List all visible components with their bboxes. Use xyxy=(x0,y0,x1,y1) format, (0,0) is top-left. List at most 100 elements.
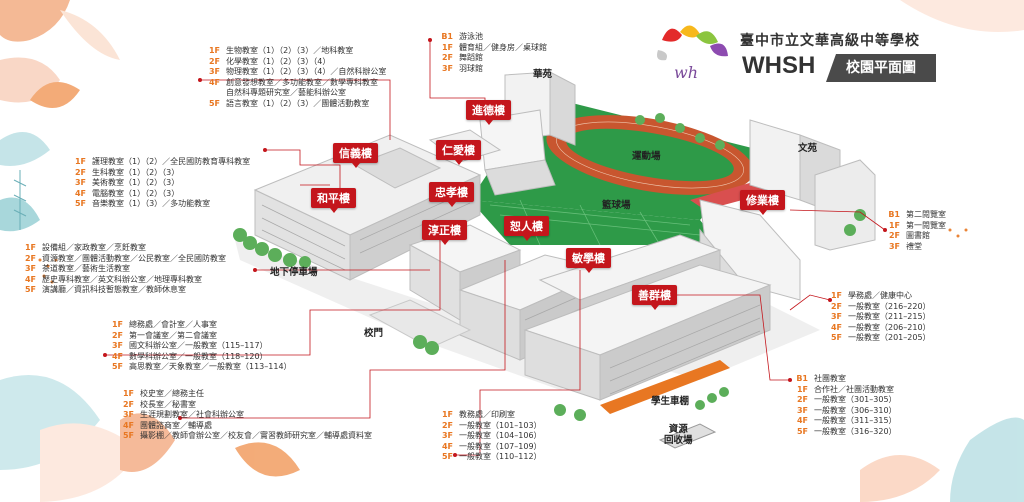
school-name: 臺中市立文華高級中等學校 xyxy=(740,33,920,49)
floor-number: B1 xyxy=(441,32,453,41)
floor-rooms: 美術教室（1）（2）（3） xyxy=(92,178,180,188)
floor-number: 2F xyxy=(888,231,900,241)
floor-rooms: 一般教室（107–109） xyxy=(459,441,542,451)
floor-row: 3F 茶道教室／藝術生活教室 xyxy=(20,264,226,275)
floor-rooms: 教務處／印刷室 xyxy=(459,410,515,419)
floor-number: 2F xyxy=(74,167,86,177)
floor-number: 5F xyxy=(796,426,808,436)
floor-number: 1F xyxy=(122,389,134,398)
floor-rooms: 第一會議室／第二會議室 xyxy=(129,330,217,340)
building-tag-chunzheng[interactable]: 淳正樓 xyxy=(422,220,467,245)
floor-row: 5F 一般教室（110–112） xyxy=(437,452,542,463)
label-school-gate: 校門 xyxy=(364,328,384,339)
floor-number: 1F xyxy=(830,291,842,300)
building-tag-minxue[interactable]: 敏學樓 xyxy=(566,248,611,273)
floor-rooms: 茶道教室／藝術生活教室 xyxy=(42,264,130,274)
floor-number: 1F xyxy=(208,46,220,55)
label-track: 運動場 xyxy=(632,151,661,162)
floor-rooms: 音樂教室（1）（3）／多功能教室 xyxy=(92,199,211,209)
floor-rooms: 自然科專題研究室／藝能科辦公室 xyxy=(226,88,346,98)
map-title: 校園平面圖 xyxy=(826,54,936,82)
floor-rooms: 一般教室（316–320） xyxy=(814,426,897,436)
floor-rooms: 一般教室（211–215） xyxy=(848,312,931,322)
building-tag-xinyi[interactable]: 信義樓 xyxy=(333,143,378,168)
floor-rooms: 一般教室（216–220） xyxy=(848,301,931,311)
label-recycling: 資源 回收場 xyxy=(664,424,693,446)
floor-list-zhongxiao: 1F 設備組／家政教室／烹飪教室 2F 資源教室／團體活動教室／公民教室／全民國防教室… xyxy=(20,243,226,296)
floor-number: 5F xyxy=(441,452,453,462)
school-abbreviation: WHSH xyxy=(742,52,816,79)
floor-number: 1F xyxy=(111,320,123,329)
floor-row: 自然科專題研究室／藝能科辦公室 xyxy=(204,88,386,99)
floor-number: 1F xyxy=(74,157,86,166)
floor-rooms: 高思教室／天象教室／一般教室（113–114） xyxy=(129,362,292,372)
floor-rooms: 資源教室／團體活動教室／公民教室／全民國防教室 xyxy=(42,253,226,263)
label-underground-parking: 地下停車場 xyxy=(270,267,318,278)
building-tag-xiuye[interactable]: 修業樓 xyxy=(740,190,785,215)
building-tag-shuren[interactable]: 恕人樓 xyxy=(504,216,549,241)
building-tag-shanqun[interactable]: 善群樓 xyxy=(632,285,677,310)
floor-row: 2F 一般教室（101–103） xyxy=(437,421,542,432)
floor-rooms: 護理教室（1）（2）／全民國防教育專科教室 xyxy=(92,157,251,166)
floor-number: 5F xyxy=(24,285,36,295)
label-bike-shed: 學生車棚 xyxy=(651,396,690,407)
building-tag-heping[interactable]: 和平樓 xyxy=(311,188,356,213)
floor-number: 2F xyxy=(24,253,36,263)
floor-rooms: 數學科辦公室／一般教室（118–120） xyxy=(129,351,268,361)
floor-rooms: 禮堂 xyxy=(906,241,922,251)
floor-rooms: 攝影棚／教師會辦公室／校友會／實習教師研究室／輔導處資料室 xyxy=(140,431,372,441)
floor-number: 3F xyxy=(24,264,36,274)
floor-rooms: 一般教室（101–103） xyxy=(459,420,542,430)
floor-number: 4F xyxy=(830,322,842,332)
floor-number: 4F xyxy=(122,420,134,430)
floor-number: 2F xyxy=(111,330,123,340)
building-tag-jinde[interactable]: 進德樓 xyxy=(466,100,511,125)
floor-rooms: 一般教室（201–205） xyxy=(848,333,931,343)
floor-rooms: 一般教室（110–112） xyxy=(459,452,542,462)
floor-number: 2F xyxy=(796,395,808,405)
floor-rooms: 語言教室（1）（2）（3）／團體活動教室 xyxy=(226,98,370,108)
label-wenyuan: 文苑 xyxy=(798,143,818,154)
floor-number xyxy=(204,88,220,99)
floor-rooms: 設備組／家政教室／烹飪教室 xyxy=(42,243,146,252)
floor-number: 1F xyxy=(441,42,453,52)
floor-number: 1F xyxy=(441,410,453,419)
floor-rooms: 一般教室（301–305） xyxy=(814,395,897,405)
floor-rooms: 團體諮商室／輔導處 xyxy=(140,420,212,430)
label-basketball-court: 籃球場 xyxy=(602,200,631,211)
floor-rooms: 一般教室（306–310） xyxy=(814,405,897,415)
building-tag-zhongxiao[interactable]: 忠孝樓 xyxy=(429,182,474,207)
floor-rooms: 物理教室（1）（2）（3）（4）／自然科辦公室 xyxy=(226,67,387,77)
floor-number: 3F xyxy=(122,410,134,420)
floor-rooms: 游泳池 xyxy=(459,32,483,41)
building-tag-renai[interactable]: 仁愛樓 xyxy=(436,140,481,165)
floor-number: 3F xyxy=(111,341,123,351)
floor-number: 1F xyxy=(24,243,36,252)
floor-rooms: 第二閱覽室 xyxy=(906,210,946,219)
floor-row: 2F 第一會議室／第二會議室 xyxy=(107,331,292,342)
floor-number: 2F xyxy=(441,420,453,430)
floor-row: 1F 設備組／家政教室／烹飪教室 xyxy=(20,243,226,254)
floor-number: 3F xyxy=(796,405,808,415)
